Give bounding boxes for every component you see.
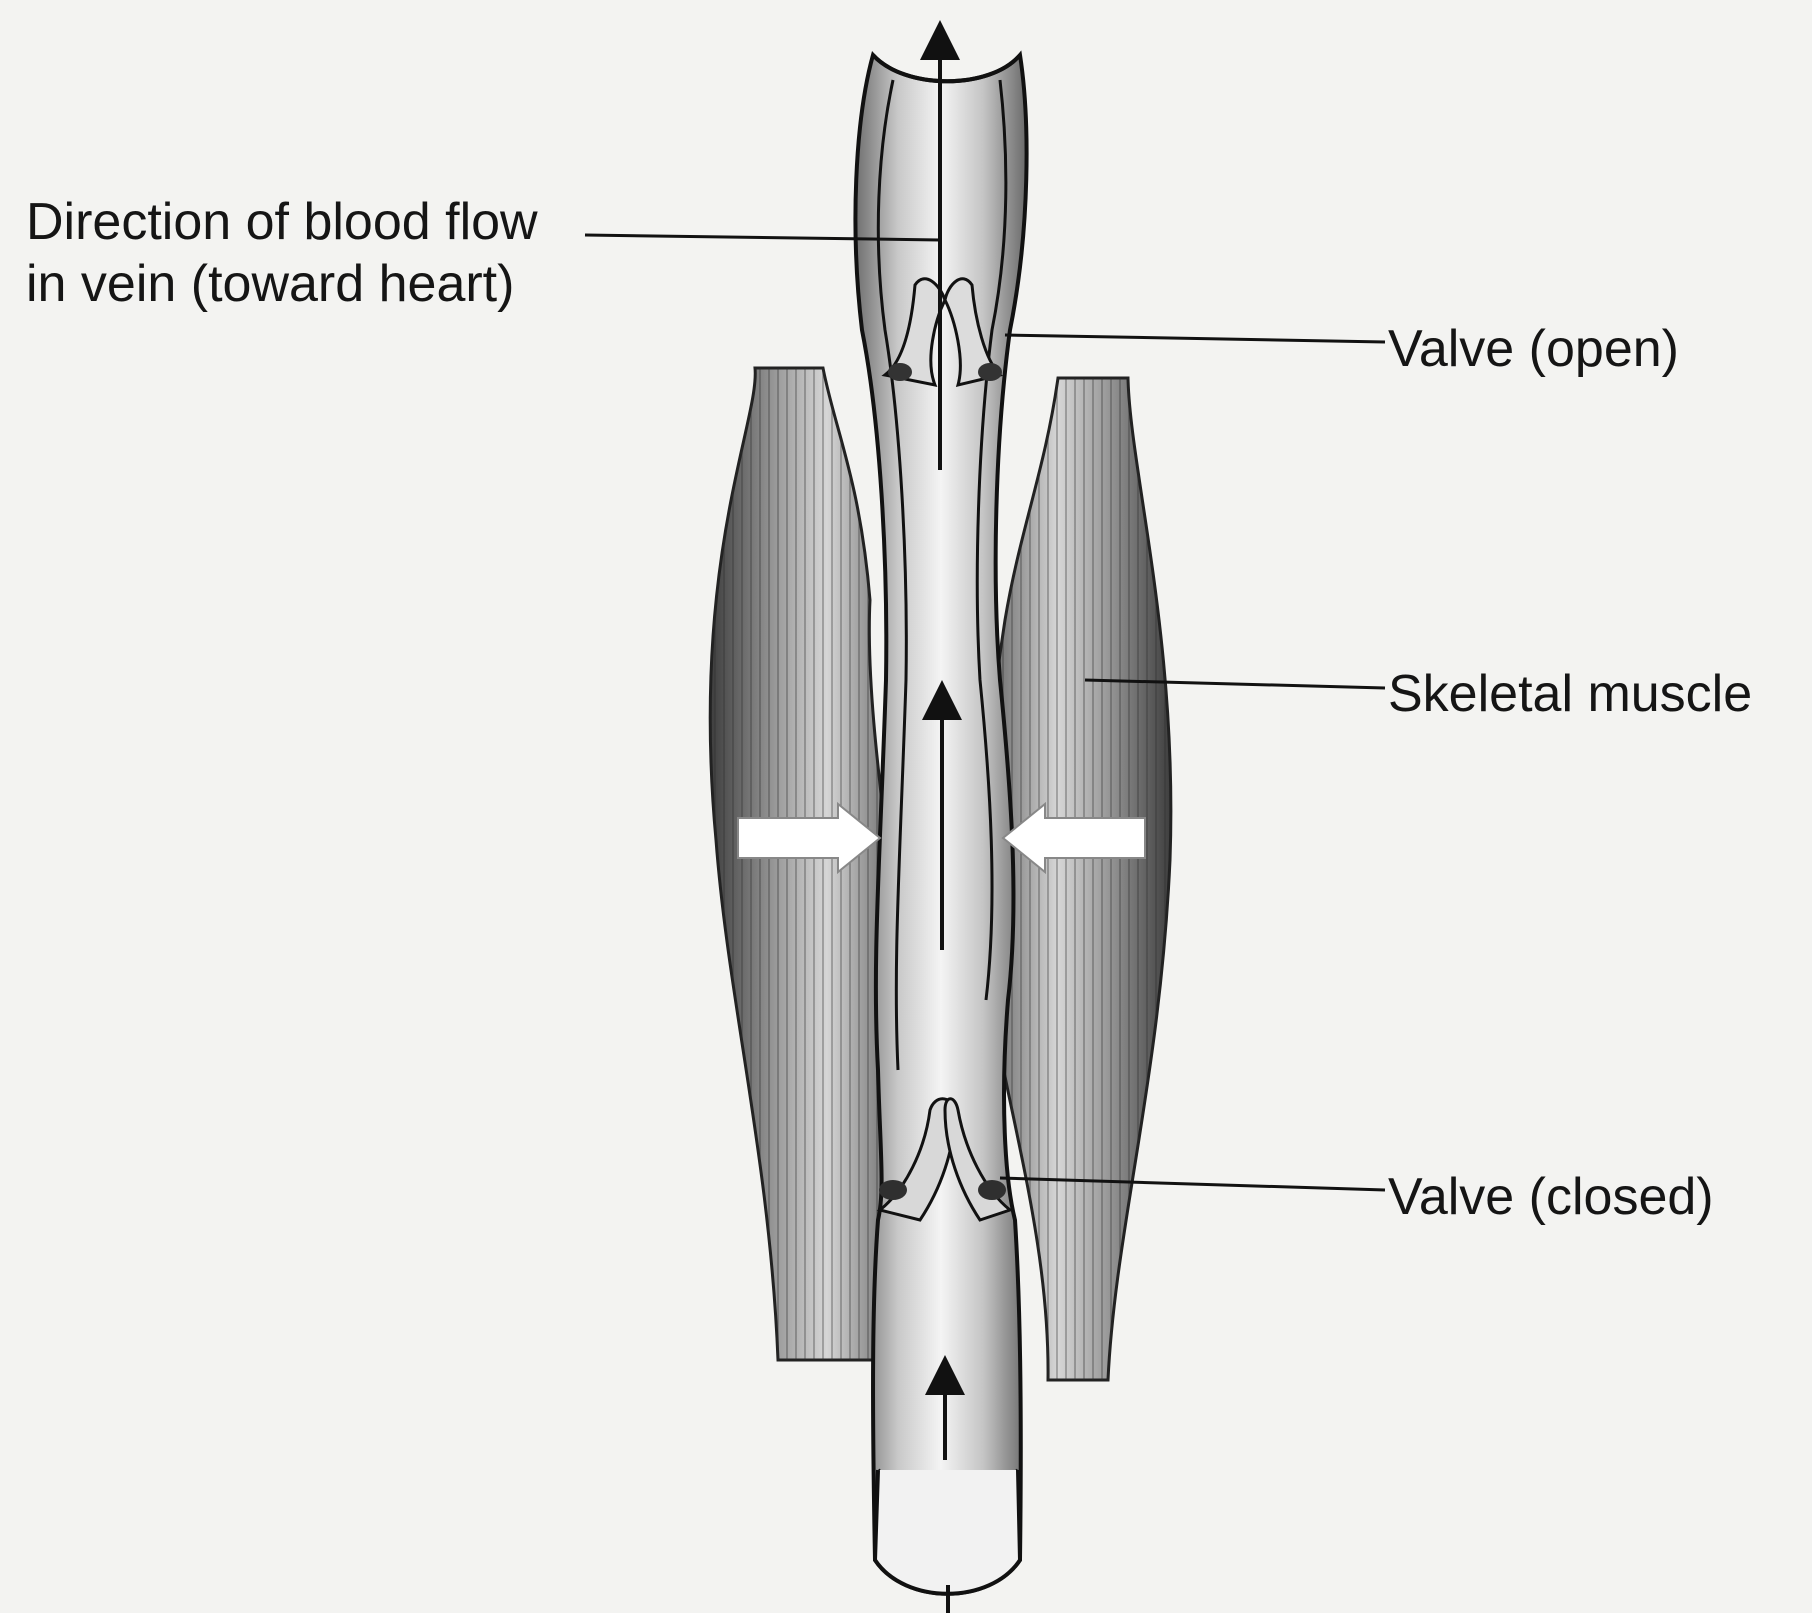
label-valve-open: Valve (open) [1388,318,1679,380]
label-flow-line1: Direction of blood flow [26,191,538,253]
label-valve-closed: Valve (closed) [1388,1166,1714,1228]
label-skeletal-muscle: Skeletal muscle [1388,663,1752,725]
label-flow-line2: in vein (toward heart) [26,253,538,315]
left-skeletal-muscle [710,368,904,1360]
leader-line-valve-open [1005,335,1385,342]
label-blood-flow-direction: Direction of blood flow in vein (toward … [26,191,538,315]
